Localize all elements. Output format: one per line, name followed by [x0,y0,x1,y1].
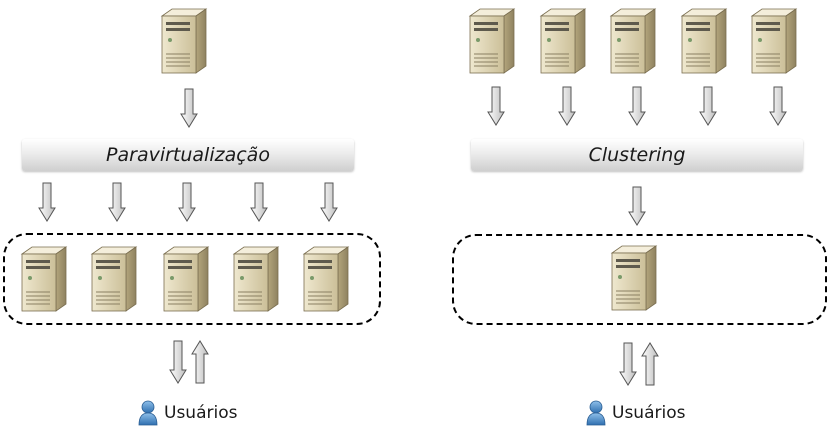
server-icon [468,8,516,74]
down-arrow-icon [769,86,787,126]
server-icon [20,246,68,312]
paravirtualization-bar: Paravirtualização [22,139,354,171]
user-icon [138,400,158,426]
server-icon [160,8,208,74]
user-icon [586,400,606,426]
bidirectional-arrows-icon [169,340,209,384]
server-icon [750,8,798,74]
server-icon [539,8,587,74]
down-arrow-icon [250,182,268,222]
clustering-label: Clustering [588,144,686,166]
server-icon [232,246,280,312]
down-arrow-icon [180,88,198,128]
server-icon [609,8,657,74]
virtual-machines-group [3,233,381,325]
users-left: Usuários [138,400,237,426]
down-arrow-icon [487,86,505,126]
down-arrow-icon [628,86,646,126]
server-icon [162,246,210,312]
down-arrow-icon [320,182,338,222]
down-arrow-icon [628,186,646,226]
down-arrow-icon [38,182,56,222]
server-icon [680,8,728,74]
paravirtualization-label: Paravirtualização [106,144,270,166]
clustering-bar: Clustering [471,139,803,171]
down-arrow-icon [178,182,196,222]
bidirectional-arrows-icon [619,342,659,386]
server-icon [302,246,350,312]
users-label: Usuários [164,403,238,423]
down-arrow-icon [558,86,576,126]
users-right: Usuários [586,400,685,426]
users-label: Usuários [612,403,686,423]
server-icon [610,245,658,311]
down-arrow-icon [108,182,126,222]
cluster-group [452,234,827,325]
server-icon [90,246,138,312]
down-arrow-icon [699,86,717,126]
